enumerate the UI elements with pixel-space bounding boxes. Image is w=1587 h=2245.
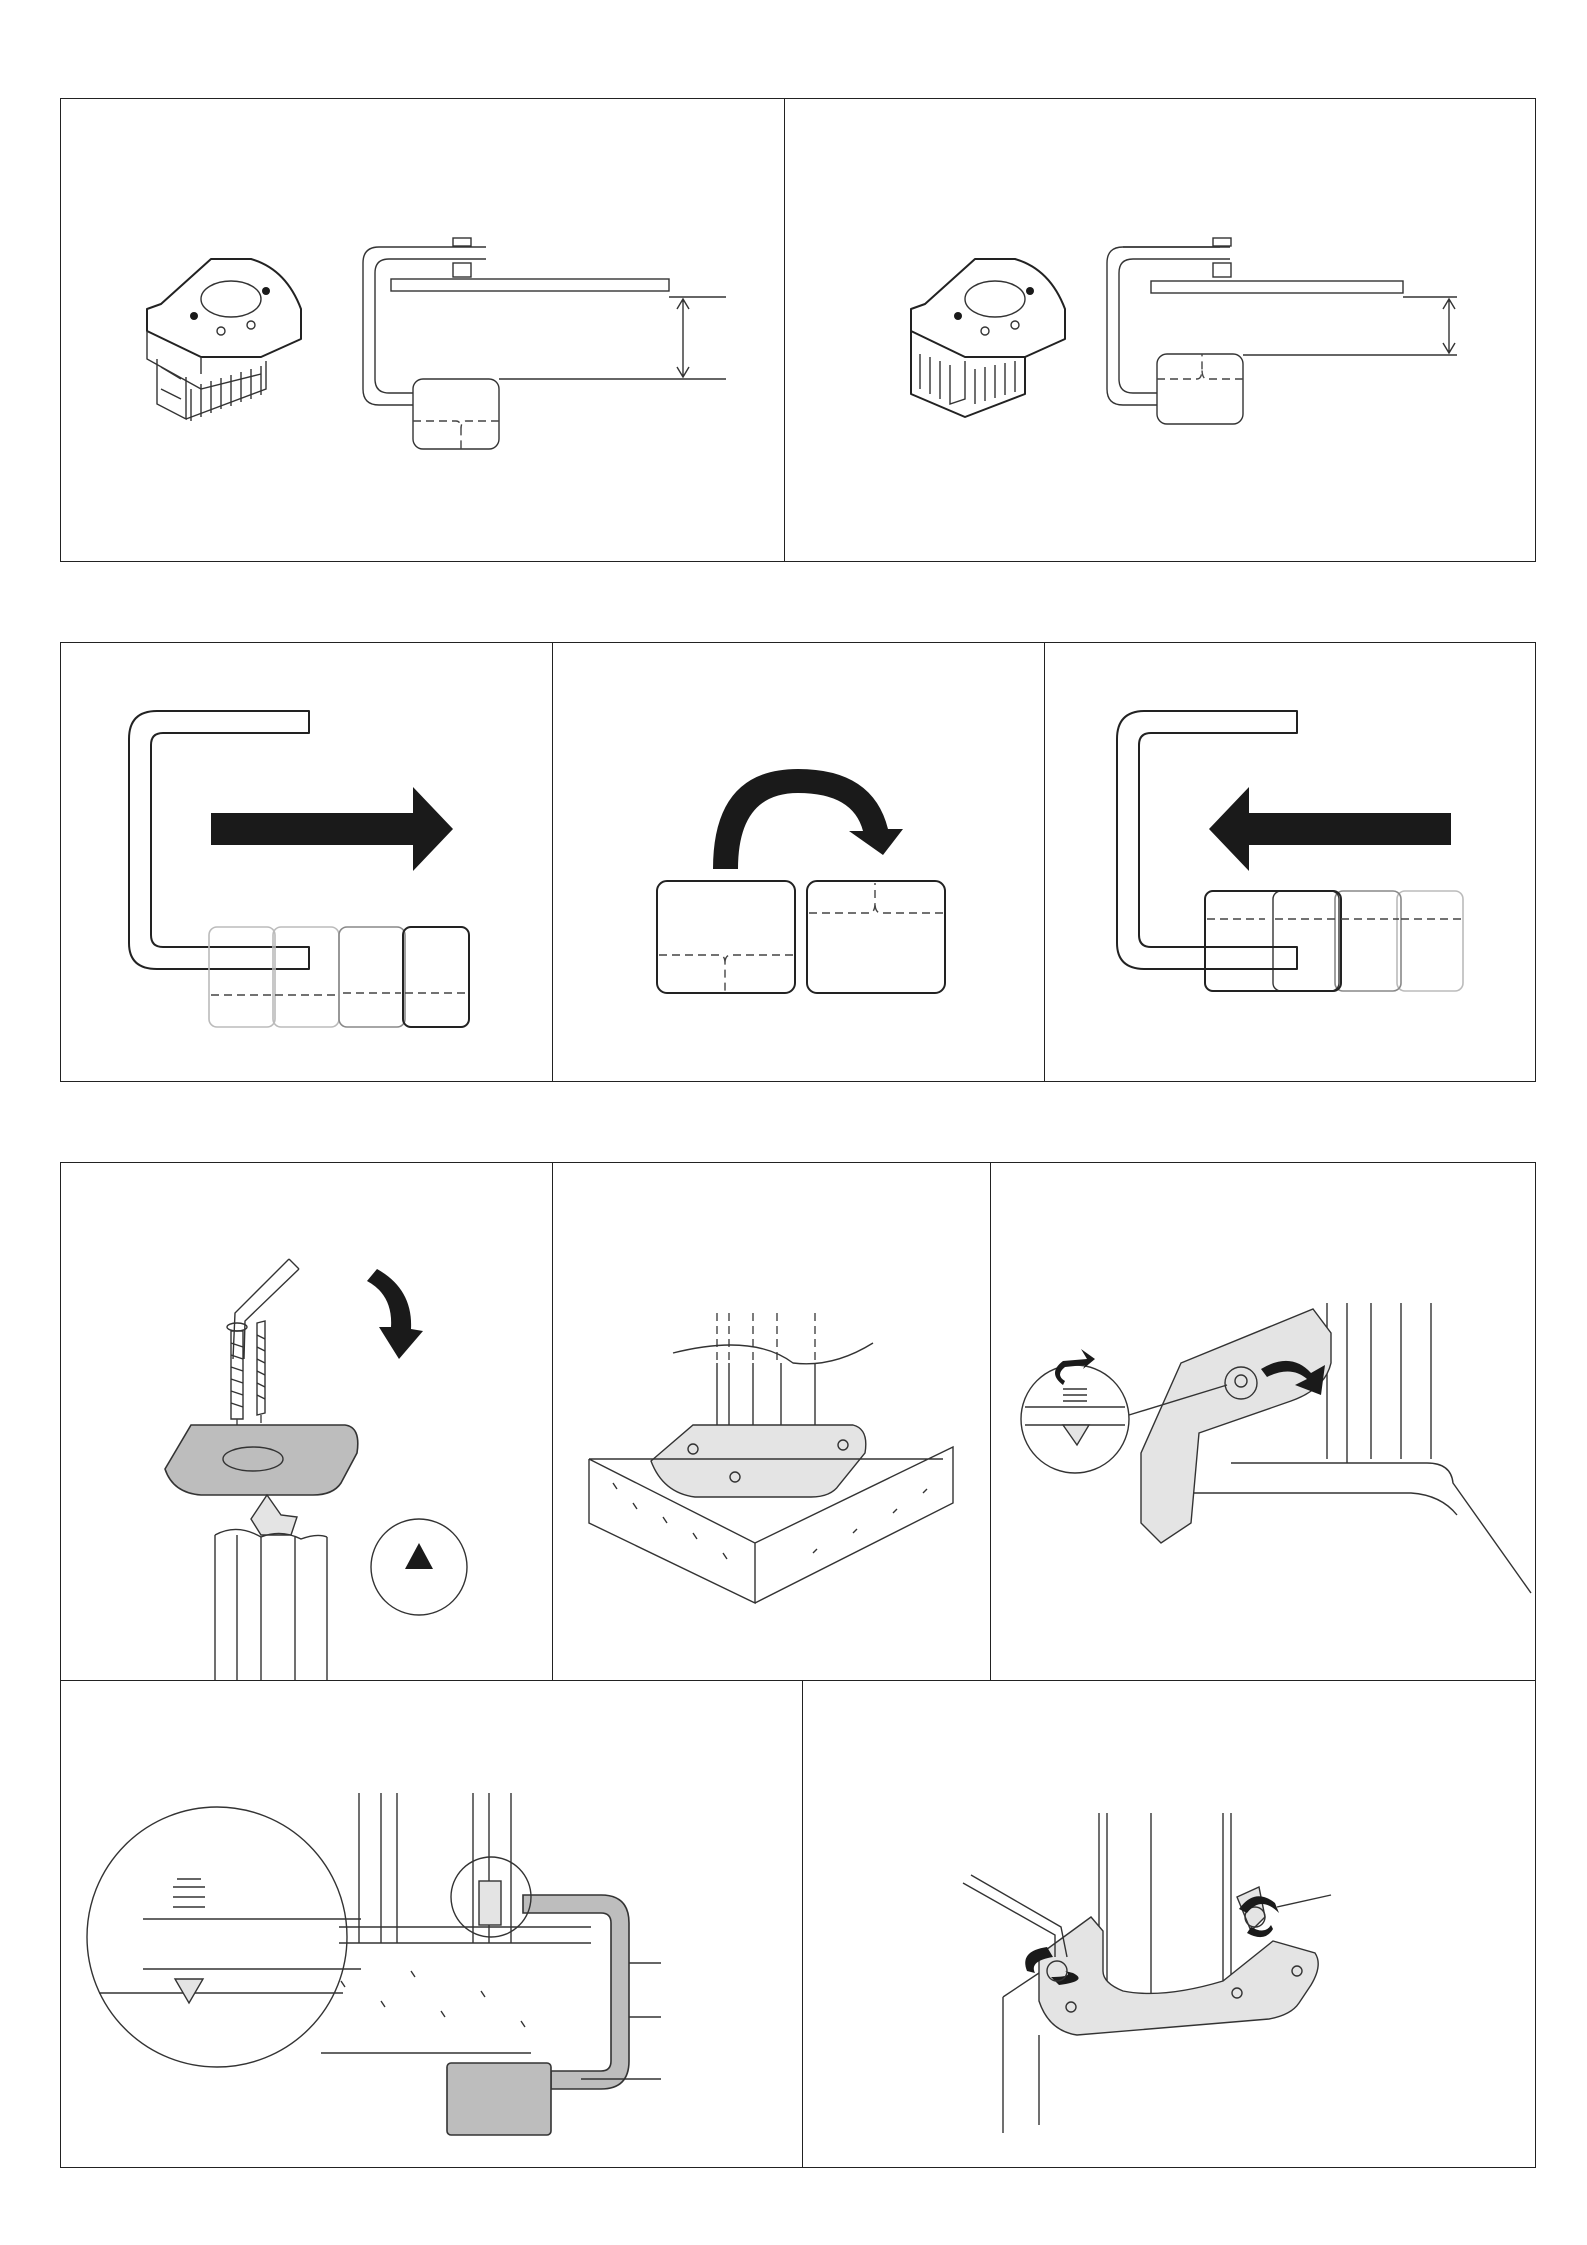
detail-magnifier bbox=[1021, 1365, 1129, 1473]
clamp-iso-flipped-icon bbox=[911, 259, 1065, 417]
step-clamp-thick-desk bbox=[784, 98, 1536, 562]
tighten-clamp-illustration bbox=[991, 1163, 1537, 1683]
step-place-on-desk bbox=[552, 1162, 992, 1682]
final-tightening-illustration bbox=[803, 1681, 1537, 2169]
slide-pad-back-illustration bbox=[1045, 643, 1537, 1083]
step-slide-pad-out bbox=[60, 642, 554, 1082]
triangle-up-icon bbox=[405, 1543, 433, 1569]
arrow-right-icon bbox=[211, 787, 453, 871]
rotate-clockwise-icon bbox=[367, 1269, 423, 1359]
step-clamp-detail bbox=[60, 1680, 804, 2168]
screw-icon bbox=[227, 1321, 265, 1419]
step-rotate-pad bbox=[552, 642, 1046, 1082]
c-clamp-side-flipped-icon bbox=[1107, 238, 1457, 424]
place-on-desk-illustration bbox=[553, 1163, 993, 1683]
allen-key-icon bbox=[963, 1875, 1067, 1957]
rotate-pad-illustration bbox=[553, 643, 1047, 1083]
attach-base-plate-illustration bbox=[61, 1163, 555, 1683]
clamp-iso-icon bbox=[147, 259, 301, 421]
detail-zoom-circle bbox=[87, 1807, 347, 2067]
step-tighten-clamp bbox=[990, 1162, 1536, 1682]
slide-pad-out-illustration bbox=[61, 643, 555, 1083]
clamp-thin-desk-illustration bbox=[61, 99, 787, 563]
rotate-arrow-icon bbox=[713, 769, 903, 869]
step-attach-base-plate bbox=[60, 1162, 554, 1682]
c-clamp-side-icon bbox=[363, 238, 726, 449]
clamp-thick-desk-illustration bbox=[785, 99, 1537, 563]
clamp-detail-illustration bbox=[61, 1681, 805, 2169]
step-final-tightening bbox=[802, 1680, 1536, 2168]
step-clamp-thin-desk bbox=[60, 98, 786, 562]
step-slide-pad-back bbox=[1044, 642, 1536, 1082]
arrow-left-icon bbox=[1209, 787, 1451, 871]
